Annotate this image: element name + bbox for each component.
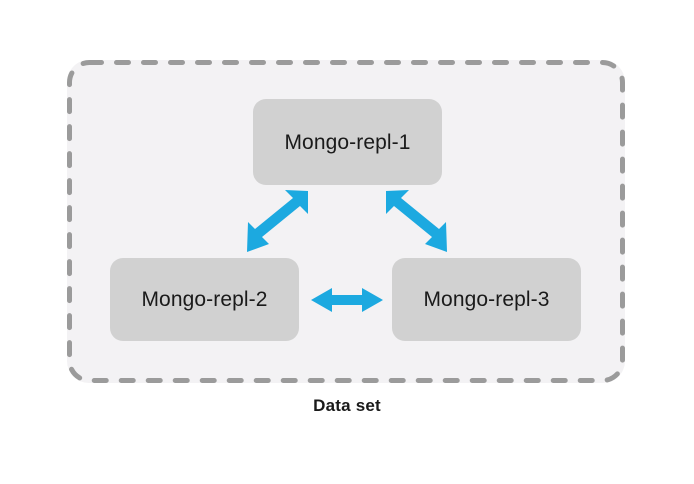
node-mongo-repl-3[interactable]: Mongo-repl-3 [392,258,581,341]
node-label: Mongo-repl-2 [141,288,268,311]
node-mongo-repl-2[interactable]: Mongo-repl-2 [110,258,299,341]
dataset-caption: Data set [313,396,381,415]
node-label: Mongo-repl-1 [284,130,411,154]
node-label: Mongo-repl-3 [423,288,550,311]
node-mongo-repl-1[interactable]: Mongo-repl-1 [253,99,442,185]
dashed-border-icon [67,60,625,383]
